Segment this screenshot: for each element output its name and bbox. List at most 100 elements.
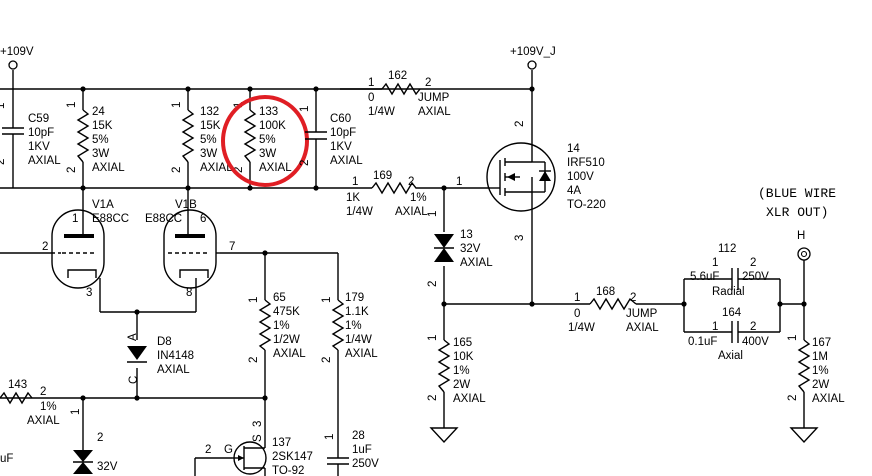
svg-text:1: 1 — [299, 106, 311, 112]
svg-text:1KV: 1KV — [28, 141, 50, 153]
svg-text:S: S — [252, 434, 264, 442]
svg-text:1: 1 — [66, 102, 78, 108]
svg-text:2: 2 — [514, 121, 526, 127]
svg-text:2: 2 — [321, 357, 333, 363]
svg-text:32V: 32V — [460, 243, 481, 255]
svg-text:1: 1 — [427, 335, 439, 341]
svg-text:AXIAL: AXIAL — [453, 393, 486, 405]
svg-text:2: 2 — [248, 357, 260, 363]
svg-text:AXIAL: AXIAL — [92, 162, 125, 174]
svg-text:10K: 10K — [453, 351, 474, 363]
resistor-r133: 1 2 133 100K 5% 3W AXIAL — [233, 102, 292, 174]
svg-text:137: 137 — [272, 437, 291, 449]
svg-text:2: 2 — [97, 432, 103, 444]
junction-dots — [80, 86, 807, 401]
svg-text:AXIAL: AXIAL — [395, 206, 428, 218]
svg-text:2: 2 — [40, 386, 46, 398]
svg-text:1M: 1M — [812, 351, 828, 363]
svg-text:5%: 5% — [259, 134, 276, 146]
capacitor-c164: 164 1 2 0.1uF 400V Axial — [688, 307, 769, 362]
svg-text:V1A: V1A — [92, 199, 114, 211]
svg-text:100V: 100V — [567, 171, 594, 183]
svg-text:143: 143 — [8, 379, 27, 391]
svg-text:3W: 3W — [200, 148, 217, 160]
svg-text:1: 1 — [712, 321, 718, 333]
svg-text:15K: 15K — [200, 120, 221, 132]
svg-text:1%: 1% — [40, 401, 57, 413]
svg-text:1%: 1% — [410, 192, 427, 204]
svg-text:10pF: 10pF — [330, 127, 356, 139]
triode-v1b: V1B E88CC 6 7 8 — [145, 199, 235, 299]
svg-text:7: 7 — [229, 241, 235, 253]
wires — [0, 70, 805, 476]
triode-v1a: V1A E88CC 1 2 3 — [42, 199, 129, 299]
svg-text:250V: 250V — [352, 458, 379, 470]
svg-text:1.1K: 1.1K — [345, 306, 369, 318]
svg-text:2: 2 — [425, 77, 431, 89]
zener-bottom-left: 1 2 32V — [70, 409, 118, 474]
svg-text:1%: 1% — [273, 320, 290, 332]
svg-text:Axial: Axial — [718, 350, 743, 362]
svg-text:2: 2 — [750, 257, 756, 269]
svg-text:2: 2 — [205, 444, 211, 456]
svg-text:24: 24 — [92, 106, 105, 118]
svg-text:2: 2 — [171, 167, 183, 173]
ground-symbol — [429, 427, 459, 444]
svg-text:1: 1 — [427, 211, 439, 217]
svg-text:AXIAL: AXIAL — [27, 415, 60, 427]
svg-text:1: 1 — [324, 434, 336, 440]
svg-text:132: 132 — [200, 106, 219, 118]
resistor-r132: 1 2 132 15K 5% 3W AXIAL — [171, 102, 233, 174]
svg-text:AXIAL: AXIAL — [28, 155, 61, 167]
svg-text:JUMP: JUMP — [626, 308, 658, 320]
svg-text:2: 2 — [427, 395, 439, 401]
svg-text:AXIAL: AXIAL — [345, 348, 378, 360]
svg-text:AXIAL: AXIAL — [812, 393, 845, 405]
svg-text:0: 0 — [368, 92, 374, 104]
svg-text:2W: 2W — [812, 379, 829, 391]
svg-text:AXIAL: AXIAL — [200, 162, 233, 174]
resistor-r24: 1 2 24 15K 5% 3W AXIAL — [66, 102, 125, 174]
svg-text:2: 2 — [630, 292, 636, 304]
svg-text:32V: 32V — [97, 461, 118, 473]
svg-text:168: 168 — [596, 286, 615, 298]
svg-text:1: 1 — [72, 213, 78, 225]
capacitor-c112: 112 1 2 5.6uF 250V Radial — [690, 243, 769, 298]
svg-text:100K: 100K — [259, 120, 286, 132]
svg-text:1/2W: 1/2W — [273, 334, 300, 346]
svg-text:162: 162 — [388, 70, 407, 82]
svg-text:2: 2 — [0, 159, 7, 165]
svg-text:D8: D8 — [157, 336, 172, 348]
svg-text:169: 169 — [373, 170, 392, 182]
mosfet-q14: 2 3 14 IRF510 100V 4A TO-220 — [486, 121, 606, 241]
svg-text:2: 2 — [299, 160, 311, 166]
capacitor-c28: 1 28 1uF 250V — [324, 430, 379, 476]
svg-text:8: 8 — [186, 287, 192, 299]
svg-text:65: 65 — [273, 292, 286, 304]
svg-text:1KV: 1KV — [330, 141, 352, 153]
svg-text:6: 6 — [200, 213, 206, 225]
zener-d13: 1 2 13 32V AXIAL — [427, 211, 493, 287]
svg-text:E88CC: E88CC — [145, 213, 182, 225]
resistor-r143: 143 2 1% AXIAL — [0, 379, 60, 427]
diode-d8: A C D8 IN4148 AXIAL — [127, 333, 194, 384]
svg-text:AXIAL: AXIAL — [273, 348, 306, 360]
svg-text:2: 2 — [408, 176, 414, 188]
svg-text:1: 1 — [787, 335, 799, 341]
svg-text:JUMP: JUMP — [418, 92, 450, 104]
svg-text:2W: 2W — [453, 379, 470, 391]
svg-text:E88CC: E88CC — [92, 213, 129, 225]
svg-text:+109V_J: +109V_J — [510, 46, 556, 58]
svg-text:165: 165 — [453, 337, 472, 349]
svg-text:1%: 1% — [345, 320, 362, 332]
svg-text:1%: 1% — [812, 365, 829, 377]
svg-text:179: 179 — [345, 292, 364, 304]
svg-text:uF: uF — [0, 453, 13, 465]
capacitor-c60: 1 2 C60 10pF 1KV AXIAL — [299, 106, 363, 167]
svg-text:TO-220: TO-220 — [567, 199, 606, 211]
output-terminal-h: H (BLUE WIRE XLR OUT) — [758, 186, 836, 261]
resistor-r169: 1 2 1 169 1K 1/4W 1% AXIAL — [346, 170, 462, 218]
svg-text:H: H — [797, 230, 805, 242]
svg-text:164: 164 — [722, 307, 742, 319]
